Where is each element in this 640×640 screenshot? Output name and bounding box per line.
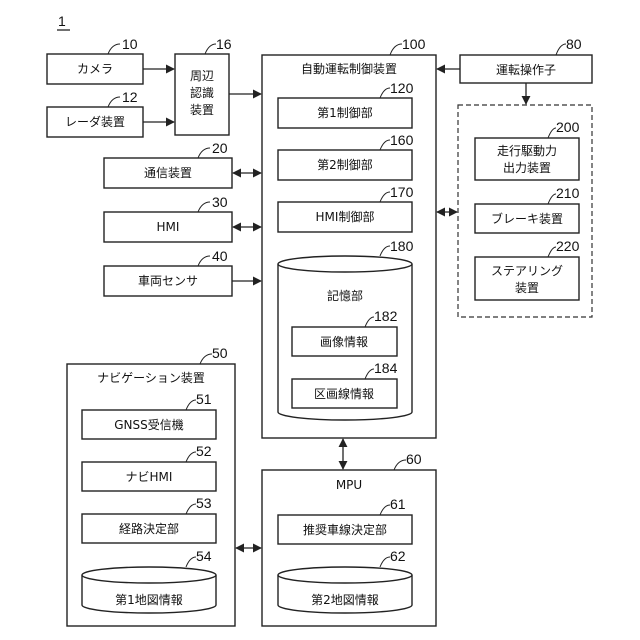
hmi-control-label: HMI制御部 xyxy=(316,209,375,224)
vehicle-sensor-label: 車両センサ xyxy=(138,274,198,288)
second-map-label: 第2地図情報 xyxy=(311,593,379,607)
hmi-label: HMI xyxy=(157,220,180,234)
first-map-label: 第1地図情報 xyxy=(115,593,183,607)
camera-block: カメラ 10 xyxy=(47,36,143,84)
communication-label: 通信装置 xyxy=(144,166,192,180)
vehicle-sensor-ref: 40 xyxy=(212,248,228,264)
mpu-label: MPU xyxy=(336,478,362,492)
radar-ref: 12 xyxy=(122,89,138,105)
steering-label-line2: 装置 xyxy=(515,281,539,295)
steering-label-line1: ステアリング xyxy=(491,264,563,278)
recommended-lane-ref: 61 xyxy=(390,496,406,512)
second-control-ref: 160 xyxy=(390,132,414,148)
radar-label: レーダ装置 xyxy=(65,114,125,129)
first-control-label: 第1制御部 xyxy=(317,105,373,120)
navi-hmi-ref: 52 xyxy=(196,443,212,459)
auto-drive-control-label: 自動運転制御装置 xyxy=(301,61,397,76)
brake-block: ブレーキ装置 210 xyxy=(475,185,580,233)
navigation-ref: 50 xyxy=(212,345,228,361)
image-info-ref: 182 xyxy=(374,308,398,324)
communication-ref: 20 xyxy=(212,140,228,156)
driving-operator-ref: 80 xyxy=(566,36,582,52)
figure-number: 1 xyxy=(58,13,66,29)
drive-force-label-line1: 走行駆動力 xyxy=(497,144,557,158)
navigation-label: ナビゲーション装置 xyxy=(97,371,205,385)
recognition-block: 周辺 認識 装置 16 xyxy=(175,36,232,135)
recognition-label-line2: 認識 xyxy=(190,85,214,100)
camera-ref: 10 xyxy=(122,36,138,52)
storage-label: 記憶部 xyxy=(327,288,363,303)
second-map-ref: 62 xyxy=(390,548,406,564)
image-info-label: 画像情報 xyxy=(320,335,368,349)
drive-force-ref: 200 xyxy=(556,119,580,135)
mpu-ref: 60 xyxy=(406,451,422,467)
first-map-ref: 54 xyxy=(196,548,212,564)
steering-ref: 220 xyxy=(556,238,580,254)
camera-label: カメラ xyxy=(77,62,113,76)
driving-operator-label: 運転操作子 xyxy=(496,62,556,77)
brake-ref: 210 xyxy=(556,185,580,201)
recognition-label-line1: 周辺 xyxy=(190,69,214,83)
gnss-receiver-label: GNSS受信機 xyxy=(114,417,184,432)
gnss-receiver-ref: 51 xyxy=(196,391,212,407)
second-control-label: 第2制御部 xyxy=(317,157,373,172)
drive-force-block: 走行駆動力 出力装置 200 xyxy=(475,119,580,180)
recommended-lane-label: 推奨車線決定部 xyxy=(303,522,387,537)
radar-block: レーダ装置 12 xyxy=(47,89,143,137)
hmi-block: HMI 30 xyxy=(104,194,232,242)
navi-hmi-label: ナビHMI xyxy=(126,470,173,484)
driving-operator-block: 運転操作子 80 xyxy=(460,36,592,83)
recognition-ref: 16 xyxy=(216,36,232,52)
first-control-ref: 120 xyxy=(390,80,414,96)
communication-block: 通信装置 20 xyxy=(104,140,232,188)
recognition-label-line3: 装置 xyxy=(190,103,214,117)
storage-ref: 180 xyxy=(390,238,414,254)
hmi-ref: 30 xyxy=(212,194,228,210)
vehicle-sensor-block: 車両センサ 40 xyxy=(104,248,232,296)
lane-info-ref: 184 xyxy=(374,360,398,376)
hmi-control-ref: 170 xyxy=(390,184,414,200)
drive-force-label-line2: 出力装置 xyxy=(503,161,551,175)
route-decision-label: 経路決定部 xyxy=(119,521,179,536)
lane-info-label: 区画線情報 xyxy=(314,386,374,401)
brake-label: ブレーキ装置 xyxy=(491,211,563,226)
steering-block: ステアリング 装置 220 xyxy=(475,238,580,300)
auto-drive-control-ref: 100 xyxy=(402,36,426,52)
route-decision-ref: 53 xyxy=(196,495,212,511)
